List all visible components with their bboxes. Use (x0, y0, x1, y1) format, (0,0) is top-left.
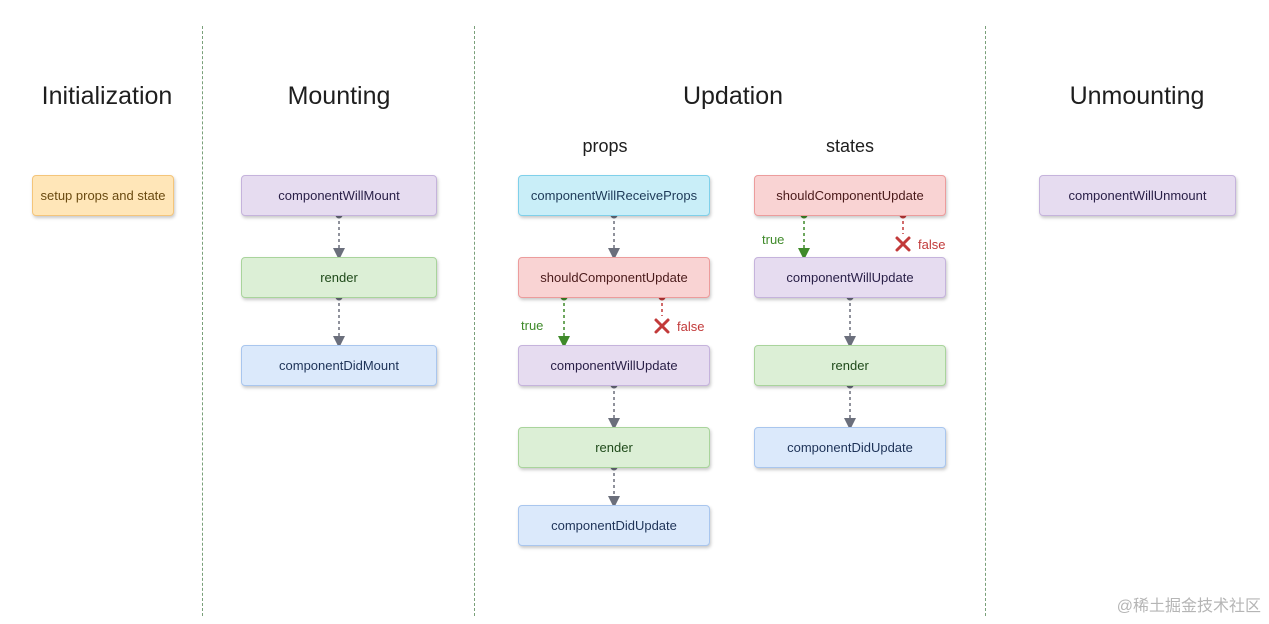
phase-title-unmounting: Unmounting (1069, 82, 1205, 110)
node-component-will-unmount: componentWillUnmount (1039, 175, 1236, 216)
node-states-component-did-update: componentDidUpdate (754, 427, 946, 468)
arrow-states-true-to-will-update (798, 211, 810, 260)
arrow-states-render-to-did-update (844, 381, 856, 430)
node-states-component-will-update: componentWillUpdate (754, 257, 946, 298)
states-false-label: false (918, 237, 946, 252)
arrow-states-false-stop (895, 211, 911, 252)
node-props-render: render (518, 427, 710, 468)
arrow-states-will-update-to-render (844, 293, 856, 348)
states-true-label: true (762, 232, 785, 247)
node-component-will-mount: componentWillMount (241, 175, 437, 216)
arrow-props-false-stop (654, 293, 670, 334)
node-states-render: render (754, 345, 946, 386)
node-props-component-will-update: componentWillUpdate (518, 345, 710, 386)
false-x-icon (654, 318, 670, 334)
divider-mount-update (474, 26, 475, 616)
props-true-label: true (521, 318, 544, 333)
node-props-should-component-update: shouldComponentUpdate (518, 257, 710, 298)
node-mount-render: render (241, 257, 437, 298)
arrow-props-render-to-did-update (608, 463, 620, 508)
node-setup-props-and-state: setup props and state (32, 175, 174, 216)
phase-title-updation: Updation (682, 82, 784, 110)
node-component-did-mount: componentDidMount (241, 345, 437, 386)
subphase-title-states: states (825, 136, 875, 156)
watermark: @稀土掘金技术社区 (1116, 598, 1261, 615)
node-states-should-component-update: shouldComponentUpdate (754, 175, 946, 216)
phase-title-initialization: Initialization (41, 82, 173, 110)
divider-init-mount (202, 26, 203, 616)
arrow-render-to-did-mount (333, 293, 345, 348)
arrow-props-will-update-to-render (608, 381, 620, 430)
arrow-props-true-to-will-update (558, 293, 570, 348)
phase-title-mounting: Mounting (287, 82, 391, 110)
arrow-will-mount-to-render (333, 211, 345, 260)
props-false-label: false (677, 319, 705, 334)
subphase-title-props: props (582, 136, 628, 156)
node-component-will-receive-props: componentWillReceiveProps (518, 175, 710, 216)
false-x-icon (895, 236, 911, 252)
divider-update-unmount (985, 26, 986, 616)
arrow-receive-props-to-should-update (608, 211, 620, 260)
node-props-component-did-update: componentDidUpdate (518, 505, 710, 546)
